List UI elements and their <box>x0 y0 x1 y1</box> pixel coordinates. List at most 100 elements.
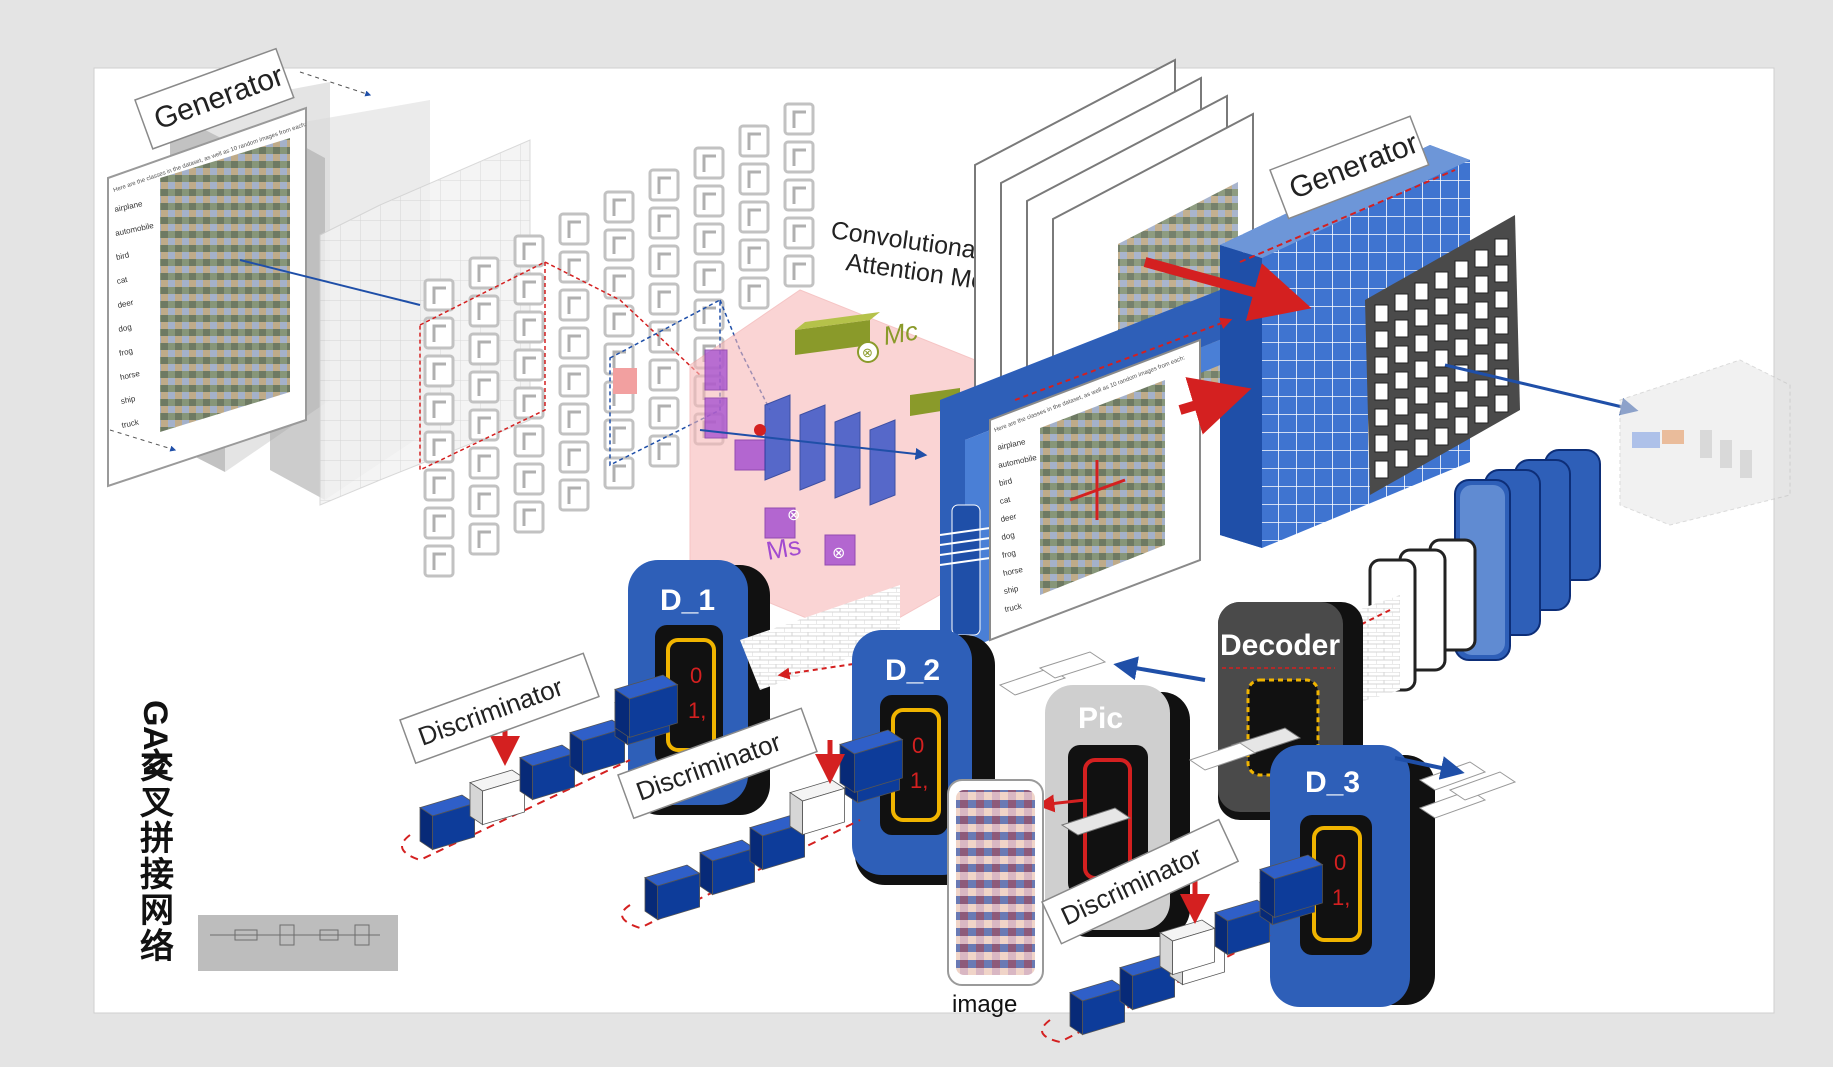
conv-tile <box>605 268 633 298</box>
check-cell <box>1475 250 1488 267</box>
d3-label: D_3 <box>1305 766 1360 799</box>
check-cell <box>1475 354 1488 371</box>
check-cell <box>1455 391 1468 408</box>
conv-tile <box>605 230 633 260</box>
check-cell <box>1495 317 1508 334</box>
check-cell <box>1455 261 1468 278</box>
check-cell <box>1435 402 1448 419</box>
vertical-title: GAN交叉拼接网络 <box>136 700 174 966</box>
conv-tile <box>740 240 768 270</box>
flow-thumbnail <box>198 915 398 971</box>
conv-tile <box>515 312 543 342</box>
conv-tile <box>650 284 678 314</box>
conv-tile <box>470 486 498 516</box>
conv-tile <box>785 180 813 210</box>
check-cell <box>1495 395 1508 412</box>
check-cell <box>1475 302 1488 319</box>
conv-tile <box>605 192 633 222</box>
check-cell <box>1415 361 1428 378</box>
check-cell <box>1435 272 1448 289</box>
check-cell <box>1455 287 1468 304</box>
conv-tile <box>560 366 588 396</box>
conv-tile <box>785 142 813 172</box>
check-cell <box>1375 331 1388 348</box>
conv-tile <box>650 360 678 390</box>
check-cell <box>1475 380 1488 397</box>
pic-label: Pic <box>1078 702 1123 735</box>
check-cell <box>1435 376 1448 393</box>
d1-label: D_1 <box>660 584 715 617</box>
conv-tile <box>470 334 498 364</box>
conv-tile <box>515 274 543 304</box>
conv-tile <box>605 458 633 488</box>
check-cell <box>1415 309 1428 326</box>
check-cell <box>1375 461 1388 478</box>
check-cell <box>1435 324 1448 341</box>
conv-tile <box>740 126 768 156</box>
check-cell <box>1395 294 1408 311</box>
check-cell <box>1495 239 1508 256</box>
d1-one: 1, <box>688 698 706 723</box>
conv-tile <box>515 350 543 380</box>
conv-tile <box>740 202 768 232</box>
check-cell <box>1455 417 1468 434</box>
conv-tile <box>470 296 498 326</box>
conv-tile <box>425 470 453 500</box>
conv-tile <box>470 524 498 554</box>
check-cell <box>1455 339 1468 356</box>
conv-tile <box>470 258 498 288</box>
conv-tile <box>515 502 543 532</box>
check-cell <box>1395 398 1408 415</box>
svg-text:⊗: ⊗ <box>787 507 800 524</box>
check-cell <box>1495 343 1508 360</box>
conv-tile <box>695 224 723 254</box>
conv-tile <box>650 436 678 466</box>
conv-tile <box>515 236 543 266</box>
d3-zero: 0 <box>1334 850 1346 875</box>
conv-tile <box>560 214 588 244</box>
conv-tile <box>695 186 723 216</box>
check-cell <box>1495 291 1508 308</box>
conv-tile <box>470 410 498 440</box>
conv-tile <box>740 164 768 194</box>
check-cell <box>1415 283 1428 300</box>
anime-image-card <box>948 780 1043 985</box>
conv-tile <box>560 442 588 472</box>
conv-tile <box>650 322 678 352</box>
conv-tile <box>425 546 453 576</box>
conv-tile <box>425 432 453 462</box>
conv-tile <box>605 420 633 450</box>
conv-tile <box>425 394 453 424</box>
check-cell <box>1415 413 1428 430</box>
conv-tile <box>605 306 633 336</box>
conv-tile <box>650 208 678 238</box>
check-cell <box>1415 439 1428 456</box>
d2-zero: 0 <box>912 733 924 758</box>
check-cell <box>1395 346 1408 363</box>
check-cell <box>1495 265 1508 282</box>
conv-tile <box>560 290 588 320</box>
d2-one: 1, <box>910 768 928 793</box>
check-cell <box>1435 298 1448 315</box>
check-cell <box>1435 428 1448 445</box>
check-cell <box>1375 435 1388 452</box>
conv-tile <box>515 426 543 456</box>
conv-tile <box>470 372 498 402</box>
conv-tile <box>650 246 678 276</box>
conv-tile <box>470 448 498 478</box>
conv-tile <box>425 356 453 386</box>
conv-tile <box>560 328 588 358</box>
conv-tile <box>695 148 723 178</box>
mc-label: Mc <box>881 315 920 351</box>
check-cell <box>1375 383 1388 400</box>
conv-tile <box>425 280 453 310</box>
d3-one: 1, <box>1332 885 1350 910</box>
conv-tile <box>425 318 453 348</box>
d2-label: D_2 <box>885 654 940 687</box>
ms-label: Ms <box>764 530 803 566</box>
conv-tile <box>650 170 678 200</box>
check-cell <box>1475 328 1488 345</box>
check-cell <box>1455 313 1468 330</box>
decoder-label: Decoder <box>1220 629 1340 662</box>
